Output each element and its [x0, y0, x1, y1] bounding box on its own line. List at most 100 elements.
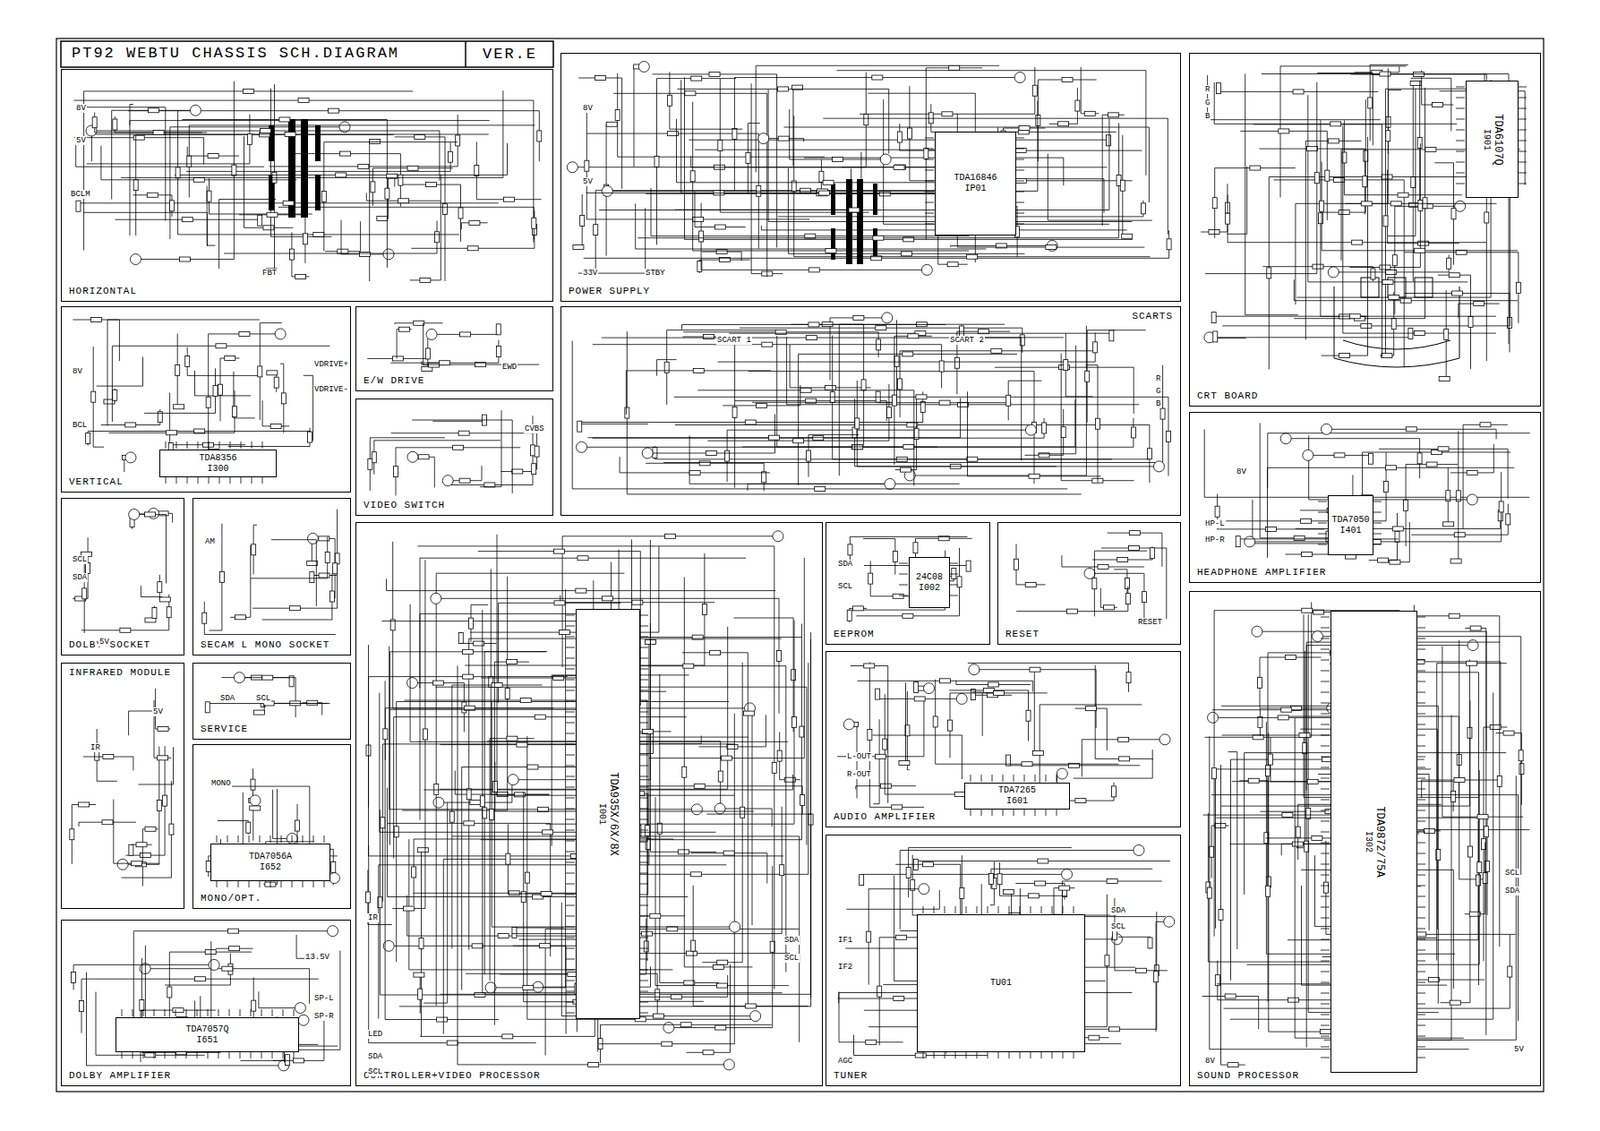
wire [181, 119, 387, 268]
resistor-symbol [1147, 937, 1153, 949]
resistor-symbol [1448, 613, 1460, 618]
transistor-symbol [1244, 536, 1256, 548]
wire [697, 390, 915, 487]
wire [794, 115, 1151, 257]
resistor-symbol [913, 542, 918, 554]
wire [1416, 1025, 1426, 1027]
wire [81, 594, 170, 631]
wire [438, 785, 513, 804]
wire [639, 744, 649, 745]
wire [1240, 130, 1327, 221]
wire [282, 1051, 284, 1059]
resistor-symbol [1213, 331, 1218, 343]
wire [565, 829, 575, 831]
resistor-symbol [991, 348, 1002, 353]
resistor-symbol [218, 384, 223, 395]
wire [674, 396, 1169, 476]
resistor-symbol [1451, 790, 1456, 802]
wire [1455, 97, 1465, 99]
resistor-symbol [166, 607, 172, 618]
wire [565, 872, 575, 874]
wire [586, 112, 810, 220]
resistor-symbol [202, 612, 207, 624]
resistor-symbol [906, 866, 911, 878]
wire [1037, 79, 1096, 162]
resistor-symbol [1129, 530, 1140, 536]
wire [639, 819, 649, 821]
wire [216, 835, 218, 843]
resistor-symbol [449, 811, 454, 822]
wire [1320, 982, 1330, 984]
wire [804, 157, 1064, 186]
wire [293, 1009, 295, 1017]
resistor-symbol [1225, 213, 1231, 224]
resistor-symbol [1467, 727, 1472, 738]
resistor-symbol [520, 698, 531, 703]
resistor-symbol [1449, 1000, 1461, 1005]
resistor-symbol [463, 821, 475, 826]
wire [239, 677, 296, 718]
wire [970, 774, 972, 782]
transistor-symbol [729, 921, 741, 933]
wire [341, 220, 389, 255]
wire [176, 441, 178, 449]
wire [1320, 692, 1330, 694]
resistor-symbol [411, 866, 417, 878]
transistor-symbol [714, 803, 726, 814]
wire [1416, 756, 1426, 758]
resistor-symbol [139, 853, 151, 858]
resistor-symbol [1284, 654, 1296, 659]
wire [1267, 433, 1531, 488]
wire [924, 170, 934, 172]
resistor-symbol [167, 986, 172, 998]
resistor-symbol [436, 1017, 448, 1022]
resistor-symbol [886, 407, 891, 419]
resistor-symbol [531, 217, 537, 229]
wire [412, 683, 465, 733]
resistor-symbol [175, 167, 180, 179]
resistor-symbol [987, 682, 999, 687]
wire [1075, 708, 1108, 751]
transistor-symbol [430, 592, 442, 604]
resistor-symbol [508, 890, 520, 896]
wire [565, 787, 575, 788]
schematic-section: CRT BOARDTDA6107QI901 [1189, 52, 1541, 407]
ic-chip: TDA8356I300 [159, 449, 277, 478]
wire [1517, 97, 1527, 99]
wire [1320, 788, 1330, 790]
transistor-symbol [117, 858, 129, 870]
wire [389, 646, 698, 810]
resistor-symbol [855, 418, 860, 429]
wire [1416, 842, 1426, 844]
resistor-symbol [1368, 453, 1374, 464]
transistor-symbol [1014, 72, 1026, 84]
resistor-symbol [718, 770, 723, 782]
wire [369, 141, 381, 282]
resistor-symbol [1267, 753, 1273, 765]
resistor-symbol [1470, 625, 1481, 631]
resistor-symbol [462, 674, 474, 679]
wire [565, 958, 575, 960]
resistor-symbol [289, 606, 300, 611]
wire [261, 1051, 263, 1059]
resistor-symbol [1418, 199, 1423, 211]
resistor-symbol [540, 891, 552, 897]
transistor-symbol [1207, 711, 1219, 723]
resistor-symbol [313, 231, 325, 237]
wire [1320, 810, 1330, 812]
wire [1517, 183, 1527, 185]
resistor-symbol [1437, 446, 1449, 452]
resistor-symbol [266, 212, 278, 217]
wire [798, 353, 1018, 486]
resistor-symbol [915, 394, 927, 400]
ic-part-number: TDA16846 [953, 172, 997, 184]
resistor-symbol [650, 913, 661, 918]
wire [1450, 444, 1494, 473]
wire [565, 840, 575, 842]
resistor-symbol [148, 108, 160, 113]
resistor-symbol [632, 599, 643, 605]
transistor-symbol [426, 328, 437, 340]
resistor-symbol [1006, 394, 1011, 406]
wire [372, 168, 453, 206]
wire [1416, 638, 1426, 640]
